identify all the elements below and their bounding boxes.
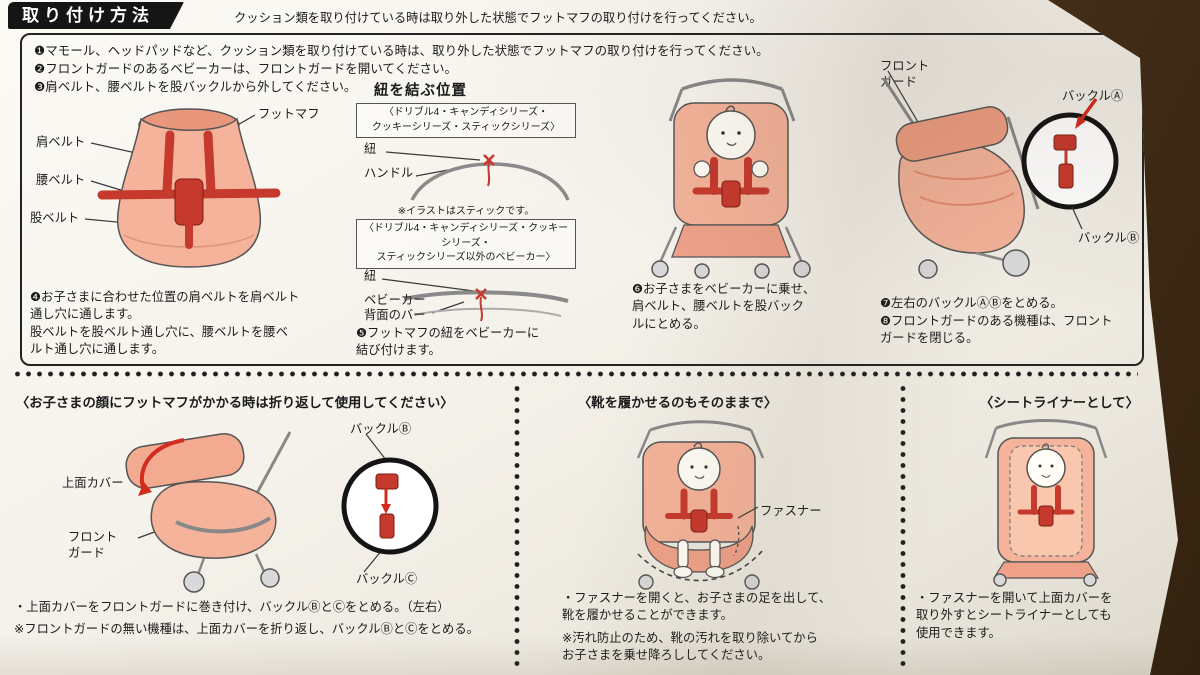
shoes-bullet-2: ※汚れ防止のため、靴の汚れを取り除いてから お子さまを乗せ降ろししてください。 <box>562 630 818 663</box>
buckle-a <box>1053 134 1077 151</box>
fold-back-bullet-1: ・上面カバーをフロントガードに巻き付け、バックルⒷとⒸをとめる。（左右） <box>14 600 450 614</box>
baby-face <box>1026 448 1066 488</box>
rear-bar-tie-diagram: 紐 ベビーカー 背面のバー <box>356 269 576 335</box>
stick-note: ※イラストはスティックです。 <box>397 206 535 217</box>
stroller-seated-baby-illustration <box>651 78 811 279</box>
step-5: ❺フットマフの紐をベビーカーに 結び付けます。 <box>356 326 540 358</box>
crotch-buckle <box>721 180 741 208</box>
handle-tie-illustration <box>385 151 570 201</box>
dotted-divider-horizontal <box>12 371 1138 377</box>
label-buckle-b: バックルⒷ <box>1078 231 1140 245</box>
prep-steps: ❶マモール、ヘッドパッドなど、クッション類を取り付けている時は、取り外した状態で… <box>34 42 769 96</box>
label-front-guard-2: フロント ガード <box>68 530 118 560</box>
seat-liner-heading: 〈シートライナーとして〉 <box>980 395 1139 410</box>
baby-face <box>706 110 756 160</box>
label-shoulder-belt: 肩ベルト <box>36 135 86 149</box>
label-top-cover: 上面カバー <box>62 476 124 490</box>
page-title: 取り付け方法 <box>8 2 184 29</box>
crotch-buckle <box>1038 505 1054 527</box>
fold-back-notes: ・上面カバーをフロントガードに巻き付け、バックルⒷとⒸをとめる。（左右） ※フロ… <box>14 599 514 644</box>
label-fastener: ファスナー <box>760 504 822 518</box>
shoes-illustration <box>636 420 765 590</box>
prep-step-1: ❶マモール、ヘッドパッドなど、クッション類を取り付けている時は、取り外した状態で… <box>34 44 769 58</box>
dotted-divider-vertical-1 <box>514 383 520 667</box>
buckle-b <box>1058 163 1074 189</box>
cord-knot <box>483 154 495 166</box>
baby-face <box>677 447 721 491</box>
label-buckle-b-2: バックルⒷ <box>350 422 412 436</box>
crotch-buckle <box>174 178 204 226</box>
fold-back-heading: 〈お子さまの顔にフットマフがかかる時は折り返して使用してください〉 <box>16 395 454 410</box>
label-footmuff: フットマフ <box>258 107 320 121</box>
fold-back-illustration <box>125 431 439 593</box>
step-4: ❹お子さまに合わせた位置の肩ベルトを肩ベルト 通し穴に通します。 股ベルトを股ベ… <box>30 290 300 357</box>
dotted-divider-vertical-2 <box>900 383 906 667</box>
fold-back-bullet-2: ※フロントガードの無い機種は、上面カバーを折り返し、バックルⒷとⒸをとめる。 <box>14 622 479 637</box>
zipper-line <box>733 525 740 557</box>
fold-arrow <box>140 438 185 493</box>
label-cord-2: 紐 <box>364 268 377 283</box>
shoes-notes: ・ファスナーを開くと、お子さまの足を出して、 靴を履かせることができます。 ※汚… <box>562 590 907 670</box>
baby-leg <box>677 539 689 569</box>
stroller-buckle-side-illustration <box>882 70 1119 279</box>
cord-knot <box>475 287 487 300</box>
series-names-2: 〈ドリブル4・キャンディシリーズ・クッキーシリーズ・ スティックシリーズ以外のベ… <box>356 219 576 269</box>
installation-steps-box: ❶マモール、ヘッドパッドなど、クッション類を取り付けている時は、取り外した状態で… <box>20 33 1144 366</box>
top-note: クッション類を取り付けている時は取り外した状態でフットマフの取り付けを行ってくだ… <box>234 11 762 25</box>
prep-step-2: ❷フロントガードのあるベビーカーは、フロントガードを開いてください。 <box>34 62 457 77</box>
footmuff-front-illustration <box>84 108 281 268</box>
label-handle: ハンドル <box>364 166 414 180</box>
series-names-1: 〈ドリブル4・キャンディシリーズ・ クッキーシリーズ・スティックシリーズ〉 <box>356 103 576 138</box>
baby-leg <box>709 539 721 569</box>
label-crotch-belt: 股ベルト <box>30 211 80 225</box>
step-6: ❻お子さまをベビーカーに乗せ、 肩ベルト、腰ベルトを股バック ルにとめる。 <box>632 282 816 331</box>
buckle-magnifier <box>1021 97 1119 230</box>
buckle-b <box>375 473 399 490</box>
label-waist-belt: 腰ベルト <box>36 173 86 187</box>
step-8: ❽フロントガードのある機種は、フロント ガードを閉じる。 <box>880 314 1113 346</box>
label-rear-bar: ベビーカー 背面のバー <box>364 292 426 323</box>
shoes-heading: 〈靴を履かせるのもそのままで〉 <box>578 395 778 410</box>
front-guard-bar <box>175 516 272 534</box>
tie-group-2: 〈ドリブル4・キャンディシリーズ・クッキーシリーズ・ スティックシリーズ以外のベ… <box>356 219 576 335</box>
seat-liner-bullet-1: ・ファスナーを開いて上面カバーを 取り外すとシートライナーとしても 使用できます… <box>916 591 1113 640</box>
tie-position-title: 紐を結ぶ位置 <box>374 83 467 99</box>
label-cord-1: 紐 <box>364 142 377 156</box>
tie-group-1: 〈ドリブル4・キャンディシリーズ・ クッキーシリーズ・スティックシリーズ〉 紐 … <box>356 103 576 217</box>
prep-step-3: ❸肩ベルト、腰ベルトを股バックルから外してください。 <box>34 80 357 95</box>
label-buckle-a: バックルⒶ <box>1062 89 1124 103</box>
seat-liner-illustration <box>984 419 1108 587</box>
step-7: ❼左右のバックルⒶⒷをとめる。 <box>880 296 1063 310</box>
rear-bar-tie-illustration <box>381 277 569 321</box>
handle-tie-diagram: 紐 ハンドル <box>356 138 576 202</box>
shoes-bullet-1: ・ファスナーを開くと、お子さまの足を出して、 靴を履かせることができます。 <box>562 591 832 623</box>
red-arrow <box>1078 97 1098 123</box>
buckle-c <box>379 513 395 539</box>
buckle-magnifier <box>341 457 439 555</box>
crotch-buckle <box>690 509 708 533</box>
label-buckle-c: バックルⒸ <box>356 572 418 586</box>
